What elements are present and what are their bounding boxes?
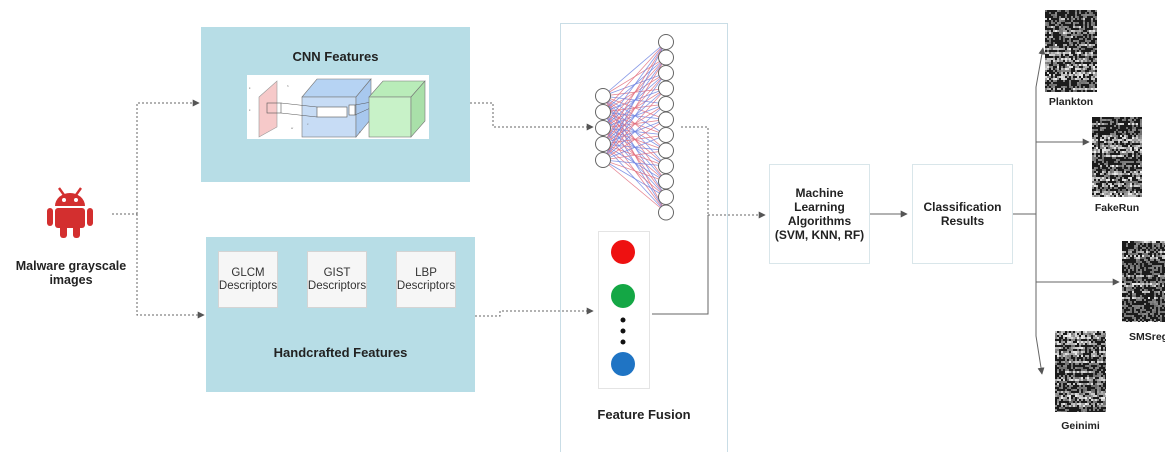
connector-to-smsreg bbox=[1035, 214, 1120, 286]
ml-line2: Learning bbox=[794, 200, 845, 214]
cnn-architecture-image: k k h w c k bbox=[247, 75, 429, 139]
gist-line1: GIST bbox=[323, 266, 351, 279]
network-edge bbox=[602, 159, 667, 182]
network-edge bbox=[602, 119, 667, 161]
network-edge bbox=[602, 41, 667, 113]
input-neuron bbox=[595, 120, 611, 136]
lbp-line1: LBP bbox=[415, 266, 437, 279]
ellipsis-dot bbox=[620, 317, 626, 323]
gist-line2: Descriptors bbox=[307, 279, 367, 292]
svg-text:w: w bbox=[291, 126, 294, 130]
connector-hand-to-dots bbox=[475, 307, 594, 317]
feature-fusion-panel bbox=[560, 23, 728, 452]
fakerun-label: FakeRun bbox=[1094, 202, 1140, 214]
network-edge bbox=[602, 41, 667, 161]
input-neuron bbox=[595, 152, 611, 168]
glcm-line2: Descriptors bbox=[218, 279, 278, 292]
connector-to-handcrafted bbox=[136, 214, 205, 319]
smsreg-label: SMSreg bbox=[1129, 331, 1165, 343]
network-edge bbox=[602, 150, 667, 161]
svg-text:k: k bbox=[249, 86, 251, 90]
connector-to-plankton bbox=[1035, 47, 1046, 214]
input-label: Malware grayscale images bbox=[0, 259, 142, 287]
ellipsis-dot bbox=[620, 328, 626, 334]
feature-fusion-title: Feature Fusion bbox=[597, 407, 691, 422]
connector-to-geinimi bbox=[1035, 282, 1045, 375]
connector-dots-to-ml bbox=[652, 215, 709, 315]
connector-network-to-ml bbox=[681, 126, 709, 215]
input-label-line2: images bbox=[49, 273, 93, 287]
results-line1: Classification bbox=[923, 200, 1002, 214]
svg-text:k: k bbox=[359, 130, 361, 134]
ml-line1: Machine bbox=[795, 186, 844, 200]
plankton-label: Plankton bbox=[1048, 96, 1094, 108]
svg-text:c: c bbox=[307, 122, 309, 126]
network-edge bbox=[602, 159, 667, 167]
cnn-features-title: CNN Features bbox=[292, 49, 379, 64]
blue-feature-dot bbox=[611, 352, 635, 376]
connector-to-cnn bbox=[136, 99, 200, 214]
plankton-thumbnail bbox=[1045, 10, 1097, 92]
ml-algorithms-box: Machine Learning Algorithms (SVM, KNN, R… bbox=[769, 164, 870, 264]
red-feature-dot bbox=[611, 240, 635, 264]
neural-network bbox=[595, 34, 674, 221]
ml-line4: (SVM, KNN, RF) bbox=[774, 228, 865, 242]
ml-line3: Algorithms bbox=[787, 214, 852, 228]
connector-cnn-to-network bbox=[470, 102, 594, 131]
svg-text:h: h bbox=[287, 84, 289, 88]
results-line2: Results bbox=[940, 214, 985, 228]
network-edge bbox=[602, 103, 667, 161]
network-edge bbox=[602, 57, 667, 161]
network-edge bbox=[602, 134, 667, 161]
lbp-line2: Descriptors bbox=[396, 279, 456, 292]
input-label-line1: Malware grayscale bbox=[15, 259, 127, 273]
network-edge bbox=[602, 159, 667, 198]
android-icon bbox=[47, 187, 93, 238]
glcm-line1: GLCM bbox=[231, 266, 265, 279]
geinimi-label: Geinimi bbox=[1061, 420, 1100, 432]
network-edge bbox=[602, 159, 667, 213]
network-edge bbox=[602, 41, 667, 129]
input-neuron bbox=[595, 136, 611, 152]
network-edge bbox=[602, 41, 667, 97]
network-edge bbox=[602, 41, 667, 145]
green-feature-dot bbox=[611, 284, 635, 308]
svg-text:k: k bbox=[249, 108, 251, 112]
classification-results-box: Classification Results bbox=[912, 164, 1013, 264]
input-neuron bbox=[595, 88, 611, 104]
smsreg-thumbnail bbox=[1122, 241, 1165, 322]
handcrafted-vector-dots bbox=[611, 240, 635, 376]
geinimi-thumbnail bbox=[1055, 331, 1106, 412]
fakerun-thumbnail bbox=[1092, 117, 1142, 197]
output-neuron bbox=[658, 204, 674, 221]
ellipsis-dot bbox=[620, 339, 626, 345]
network-edge bbox=[602, 88, 667, 161]
input-neuron bbox=[595, 104, 611, 120]
handcrafted-features-title: Handcrafted Features bbox=[273, 345, 408, 360]
network-edge bbox=[602, 72, 667, 161]
